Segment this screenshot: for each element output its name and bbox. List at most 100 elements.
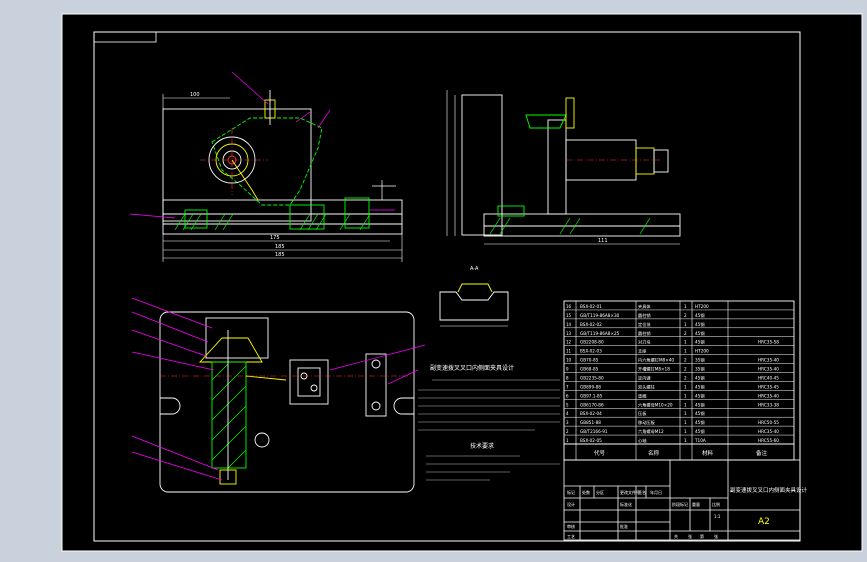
parts-cell-material: 45钢 [695, 383, 705, 390]
tb-weight: 重量 [692, 501, 700, 507]
parts-row-index: 4 [566, 411, 569, 416]
parts-cell-name: 圆柱销 [638, 312, 651, 319]
tb-role-review: 审核 [567, 523, 575, 529]
parts-cell-name: 定位块 [638, 321, 651, 328]
parts-cell-note: HRC35-45 [758, 384, 779, 389]
parts-cell-note: HRC33-38 [758, 402, 779, 407]
parts-row-index: 7 [566, 384, 569, 389]
parts-cell-note: HRC35-40 [758, 393, 779, 398]
parts-cell-code: BSX-02-03 [580, 349, 602, 354]
parts-cell-code: BSX-02-01 [580, 304, 602, 309]
section-view [439, 283, 509, 327]
parts-cell-material: 35钢 [695, 366, 705, 373]
parts-row-index: 9 [566, 367, 569, 372]
dim-base-3: 185 [275, 252, 285, 258]
parts-cell-qty: 2 [684, 313, 687, 318]
parts-cell-code: BSX-02-05 [580, 438, 602, 443]
tb-label-count: 处数 [582, 489, 590, 495]
tb-label-mark: 标记 [567, 489, 575, 495]
parts-cell-name: 开槽螺钉M8×18 [638, 366, 670, 373]
sheet-size: A2 [758, 517, 770, 527]
fixture-title-note: 副变速拨叉叉口内侧面夹具设计 [430, 364, 514, 372]
parts-cell-note: HRC35-40 [758, 367, 779, 372]
parts-cell-note: HRC50-55 [758, 420, 779, 425]
parts-cell-qty: 1 [684, 411, 687, 416]
parts-cell-name: 夹具体 [638, 303, 651, 310]
parts-row-index: 2 [566, 429, 569, 434]
tb-approve: 批准 [620, 523, 628, 529]
dim-side-span: 111 [598, 238, 608, 244]
parts-cell-qty: 1 [684, 340, 687, 345]
title-block [563, 459, 801, 541]
parts-cell-qty: 1 [684, 438, 687, 443]
parts-cell-qty: 1 [684, 429, 687, 434]
parts-row-index: 16 [566, 304, 572, 309]
parts-cell-name: 圆柱销 [638, 330, 651, 337]
parts-cell-material: 45钢 [695, 374, 705, 381]
parts-cell-material: 35钢 [695, 357, 705, 364]
parts-cell-material: T10A [694, 438, 706, 443]
tb-ratio: 比例 [712, 501, 720, 507]
dim-base-1: 175 [270, 235, 280, 241]
tb-sheet-total: 共 [674, 533, 678, 539]
tb-stage: 阶段标记 [672, 501, 688, 507]
tb-label-date: 年月日 [650, 489, 662, 495]
drawing-number-box [93, 31, 157, 43]
tb-std: 标准化 [620, 501, 632, 507]
parts-cell-name: 六角螺母M10×20 [638, 401, 673, 408]
parts-cell-material: 45钢 [695, 401, 705, 408]
parts-cell-qty: 1 [684, 393, 687, 398]
parts-cell-material: 45钢 [695, 330, 705, 337]
parts-header-name: 名称 [648, 449, 660, 457]
parts-cell-material: 45钢 [695, 392, 705, 399]
tb-label-zone: 分区 [596, 489, 604, 495]
parts-cell-qty: 2 [684, 358, 687, 363]
parts-row-index: 13 [566, 331, 572, 336]
parts-cell-code: GB2235-80 [580, 375, 604, 380]
tb-label-change: 更改文件号 [620, 489, 640, 495]
side-view [446, 90, 681, 245]
parts-cell-qty: 1 [684, 322, 687, 327]
parts-header-code: 代号 [594, 449, 606, 457]
parts-row-index: 11 [566, 349, 572, 354]
section-label: A-A [470, 266, 479, 272]
parts-cell-note: HRC40-45 [758, 375, 779, 380]
parts-cell-code: GB68-85 [580, 367, 599, 372]
parts-cell-code: GB6170-86 [580, 402, 604, 407]
parts-row-index: 14 [566, 322, 572, 327]
parts-cell-code: GB/T119-86A8×30 [580, 313, 620, 318]
parts-cell-code: GB899-88 [580, 384, 601, 389]
drawing-title: 副变速拨叉叉口内侧面夹具设计 [730, 486, 808, 494]
parts-cell-material: HT200 [695, 304, 709, 309]
parts-row-index: 3 [566, 420, 569, 425]
parts-cell-material: 45钢 [695, 321, 705, 328]
dim-top-width: 100 [190, 92, 200, 98]
tb-role-design: 设计 [567, 501, 575, 507]
parts-cell-material: 45钢 [695, 419, 705, 426]
parts-row-index: 10 [566, 358, 572, 363]
title-block-labels: 标记 处数 分区 更改文件号 签名 年月日 设计 审核 工艺 标准化 批准 阶段… [567, 489, 721, 539]
parts-cell-name: 六角螺母M12 [638, 428, 664, 435]
parts-cell-material: HT200 [695, 349, 709, 354]
parts-cell-note: HRC55-60 [758, 438, 779, 443]
notes-block: 副变速拨叉叉口内侧面夹具设计 技术要求 [418, 364, 560, 481]
parts-row-index: 15 [566, 313, 572, 318]
parts-row-index: 12 [566, 340, 572, 345]
parts-cell-name: 垫圈 [638, 392, 646, 399]
parts-cell-material: 45钢 [695, 428, 705, 435]
parts-row-index: 8 [566, 375, 569, 380]
parts-cell-note: HRC35-40 [758, 429, 779, 434]
parts-cell-code: BSX-02-04 [580, 411, 602, 416]
tb-label-sign: 签名 [638, 489, 646, 495]
parts-cell-name: 对刀块 [638, 339, 651, 346]
parts-row-index: 6 [566, 393, 569, 398]
parts-row-index: 5 [566, 402, 569, 407]
tb-sheet-unit-1: 张 [688, 533, 692, 539]
parts-cell-name: 心轴 [638, 437, 646, 444]
inner-border [93, 31, 801, 542]
parts-cell-code: BSX-02-02 [580, 322, 602, 327]
parts-header-note: 备注 [756, 449, 768, 457]
parts-cell-qty: 1 [684, 304, 687, 309]
parts-cell-qty: 2 [684, 331, 687, 336]
